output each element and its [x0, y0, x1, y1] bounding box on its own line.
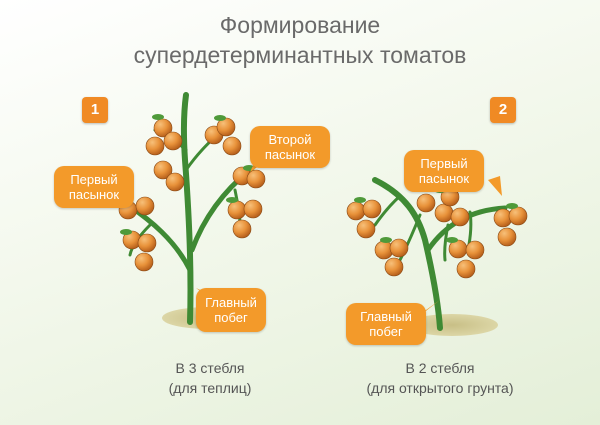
- variant-2-caption: В 2 стебля (для открытого грунта): [340, 358, 540, 398]
- plant-1: [118, 92, 266, 329]
- variant-2-badge: 2: [490, 97, 516, 123]
- branch-2c: [443, 223, 450, 262]
- plant-2: [346, 177, 528, 336]
- variant-2-caption-line-1: В 2 стебля: [405, 360, 475, 376]
- branch-2b: [398, 213, 422, 262]
- title-line-1: Формирование: [219, 12, 381, 38]
- fruits-1: [118, 117, 266, 272]
- variant-2-main-stem-label: Главный побег: [346, 303, 426, 345]
- main-stem-1: [180, 92, 194, 325]
- variant-2-caption-line-2: (для открытого грунта): [366, 380, 514, 396]
- variant-1-caption-line-2: (для теплиц): [168, 380, 252, 396]
- fruits-2: [346, 187, 528, 279]
- variant-1-badge: 1: [82, 97, 108, 123]
- soil-2: [406, 314, 498, 336]
- variant-1-first-shoot-label: Первый пасынок: [54, 166, 134, 208]
- branch-2a: [373, 194, 402, 227]
- variant-2-first-shoot-label: Первый пасынок: [404, 150, 484, 192]
- variant-1-caption-line-1: В 3 стебля: [175, 360, 245, 376]
- title-line-2: супердетерминантных томатов: [133, 42, 467, 68]
- variant-1-main-stem-label: Главный побег: [196, 288, 266, 332]
- leaves-1: [120, 114, 255, 235]
- variant-1-second-shoot-label: Второй пасынок: [250, 126, 330, 168]
- main-stem-2: [372, 177, 443, 331]
- diagram-title: Формирование супердетерминантных томатов: [0, 10, 600, 70]
- variant-1-caption: В 3 стебля (для теплиц): [110, 358, 310, 398]
